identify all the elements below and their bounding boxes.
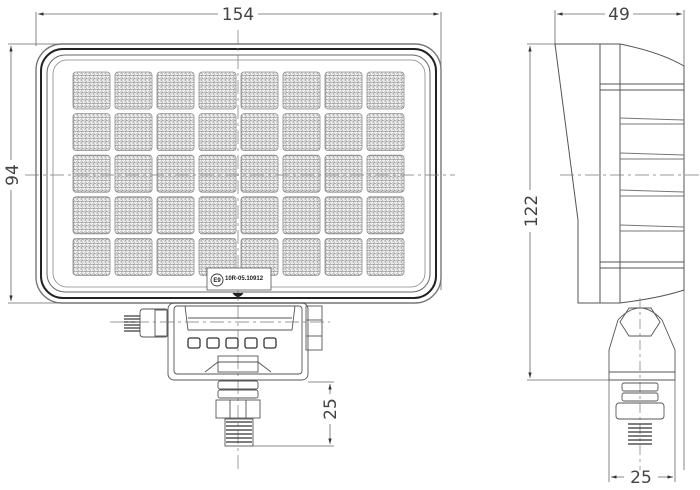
led-cell bbox=[282, 196, 321, 235]
led-cell bbox=[366, 113, 405, 151]
approval-number: 10R-05.10912 bbox=[225, 276, 264, 282]
led-cell bbox=[240, 196, 279, 235]
led-cell bbox=[324, 71, 363, 110]
height-label: 94 bbox=[3, 164, 23, 186]
bracket-width-label: 25 bbox=[630, 468, 652, 488]
led-cell bbox=[114, 71, 153, 110]
led-cell bbox=[72, 71, 111, 110]
led-cell bbox=[72, 196, 111, 235]
led-cell bbox=[240, 71, 279, 110]
width-label: 154 bbox=[222, 5, 254, 25]
led-cell bbox=[366, 237, 405, 276]
led-cell bbox=[156, 196, 195, 235]
led-cell bbox=[156, 113, 195, 151]
led-cell bbox=[114, 237, 153, 276]
approval-label: E9 10R-05.10912 bbox=[206, 267, 272, 291]
led-cell bbox=[324, 154, 363, 193]
led-cell bbox=[240, 154, 279, 193]
led-cell bbox=[282, 237, 321, 276]
led-cell bbox=[324, 113, 363, 151]
bolt-length-dimension: 25 bbox=[253, 381, 341, 447]
led-cell bbox=[198, 113, 237, 151]
front-view: 154 94 E9 10R-05.10912 bbox=[3, 5, 455, 470]
led-cell bbox=[156, 71, 195, 110]
depth-label: 49 bbox=[608, 5, 630, 25]
mounting-bracket bbox=[110, 302, 330, 381]
total-height-label: 122 bbox=[522, 195, 542, 227]
led-cell bbox=[198, 71, 237, 110]
mounting-bolt bbox=[215, 380, 261, 447]
bolt-length-label: 25 bbox=[321, 398, 341, 420]
led-cell bbox=[324, 237, 363, 276]
led-cell bbox=[72, 154, 111, 193]
led-cell bbox=[156, 237, 195, 276]
side-view: 49 122 bbox=[522, 5, 700, 488]
led-grid bbox=[72, 71, 405, 276]
led-cell bbox=[366, 154, 405, 193]
height-dimension: 94 bbox=[3, 43, 62, 304]
led-cell bbox=[198, 196, 237, 235]
led-cell bbox=[72, 113, 111, 151]
total-height-dimension: 122 bbox=[522, 43, 640, 381]
led-cell bbox=[114, 154, 153, 193]
bracket-width-dimension: 25 bbox=[608, 380, 676, 488]
led-cell bbox=[282, 71, 321, 110]
led-cell bbox=[114, 113, 153, 151]
led-cell bbox=[156, 154, 195, 193]
led-cell bbox=[72, 237, 111, 276]
width-dimension: 154 bbox=[35, 5, 442, 290]
led-cell bbox=[114, 196, 153, 235]
side-bracket bbox=[608, 298, 676, 470]
led-cell bbox=[324, 196, 363, 235]
led-cell bbox=[366, 71, 405, 110]
led-cell bbox=[198, 154, 237, 193]
approval-mark: E9 bbox=[213, 278, 221, 284]
led-cell bbox=[240, 113, 279, 151]
led-cell bbox=[282, 113, 321, 151]
led-cell bbox=[366, 196, 405, 235]
led-cell bbox=[282, 154, 321, 193]
